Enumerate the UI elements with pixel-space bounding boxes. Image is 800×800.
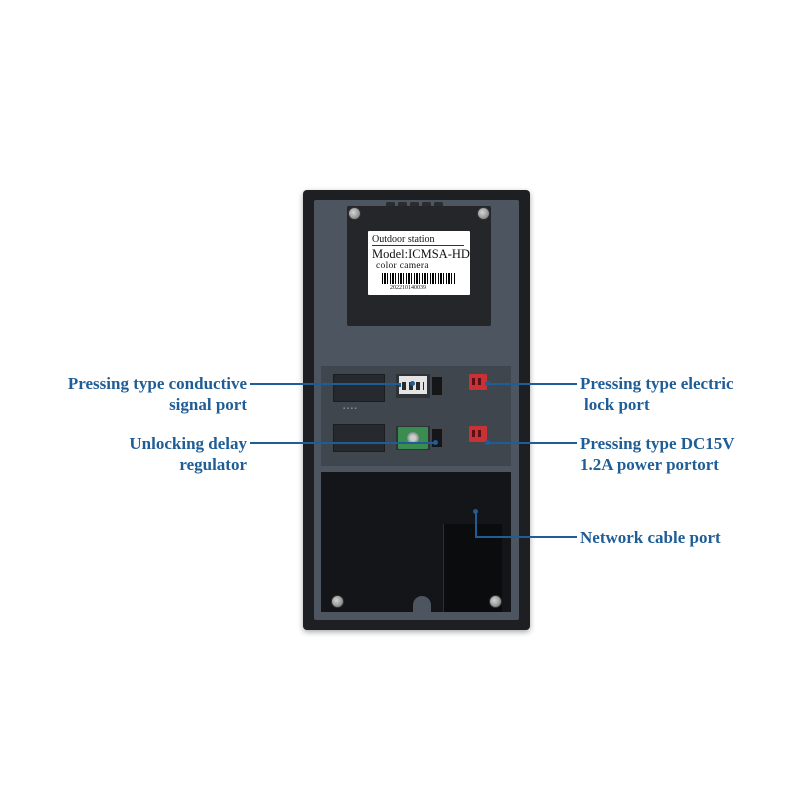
model-label: Outdoor station Model:ICMSA-HD color cam… bbox=[368, 231, 470, 295]
callout-network-port: Network cable port bbox=[580, 527, 721, 548]
module-screw-icon bbox=[478, 208, 489, 219]
callout-conductive-signal: Pressing type conductive signal port bbox=[35, 373, 247, 415]
cover-notch bbox=[413, 596, 431, 612]
leader-line bbox=[475, 536, 577, 538]
label-model: Model:ICMSA-HD bbox=[372, 247, 470, 261]
power-terminal-icon bbox=[469, 426, 487, 442]
callout-electric-lock-line1: Pressing type electric bbox=[580, 374, 734, 393]
barcode bbox=[382, 273, 456, 284]
callout-power-line1: Pressing type DC15V bbox=[580, 434, 735, 453]
switch-icon bbox=[431, 428, 443, 448]
rear-cover bbox=[321, 472, 511, 612]
outdoor-station-device: Outdoor station Model:ICMSA-HD color cam… bbox=[303, 190, 530, 630]
leader-dot-icon bbox=[433, 440, 438, 445]
leader-line bbox=[399, 383, 401, 387]
leader-dot-icon bbox=[473, 509, 478, 514]
leader-line bbox=[250, 383, 400, 385]
callout-electric-lock-line2: lock port bbox=[584, 395, 650, 414]
callout-power-line2: 1.2A power portort bbox=[580, 455, 719, 474]
callout-conductive-signal-line1: Pressing type conductive bbox=[67, 374, 247, 393]
callout-conductive-signal-line2: signal port bbox=[169, 395, 247, 414]
blank-slot-bottom bbox=[333, 424, 385, 452]
green-potentiometer-icon bbox=[398, 427, 428, 449]
callout-electric-lock: Pressing type electric lock port bbox=[580, 373, 734, 415]
blank-slot-top bbox=[333, 374, 385, 402]
module-screw-icon bbox=[349, 208, 360, 219]
slot-marking: ▪ ▪ ▪ ▪ bbox=[343, 406, 357, 412]
leader-line bbox=[250, 442, 435, 444]
corner-screw-icon bbox=[332, 596, 343, 607]
callout-network-line1: Network cable port bbox=[580, 528, 721, 547]
leader-dot-icon bbox=[485, 440, 490, 445]
top-grip bbox=[386, 202, 450, 210]
label-serial: 202210140039 bbox=[390, 285, 426, 291]
leader-line bbox=[488, 442, 577, 444]
leader-line bbox=[475, 512, 477, 537]
camera-module: Outdoor station Model:ICMSA-HD color cam… bbox=[347, 206, 491, 326]
leader-dot-icon bbox=[485, 381, 490, 386]
corner-screw-icon bbox=[490, 596, 501, 607]
label-title: Outdoor station bbox=[372, 234, 464, 246]
leader-dot-icon bbox=[410, 381, 415, 386]
label-camera-type: color camera bbox=[376, 261, 429, 271]
callout-power-port: Pressing type DC15V 1.2A power portort bbox=[580, 433, 735, 475]
callout-unlock-delay-line1: Unlocking delay bbox=[129, 434, 247, 453]
leader-line bbox=[488, 383, 577, 385]
switch-icon bbox=[431, 376, 443, 396]
terminal-panel: ▪ ▪ ▪ ▪ bbox=[321, 366, 511, 466]
callout-unlock-delay-line2: regulator bbox=[179, 455, 247, 474]
lock-terminal-icon bbox=[469, 374, 487, 390]
delay-regulator-terminal bbox=[396, 426, 430, 450]
conductive-signal-terminal bbox=[396, 374, 430, 398]
callout-unlock-delay: Unlocking delay regulator bbox=[35, 433, 247, 475]
device-back-panel: Outdoor station Model:ICMSA-HD color cam… bbox=[314, 200, 519, 620]
